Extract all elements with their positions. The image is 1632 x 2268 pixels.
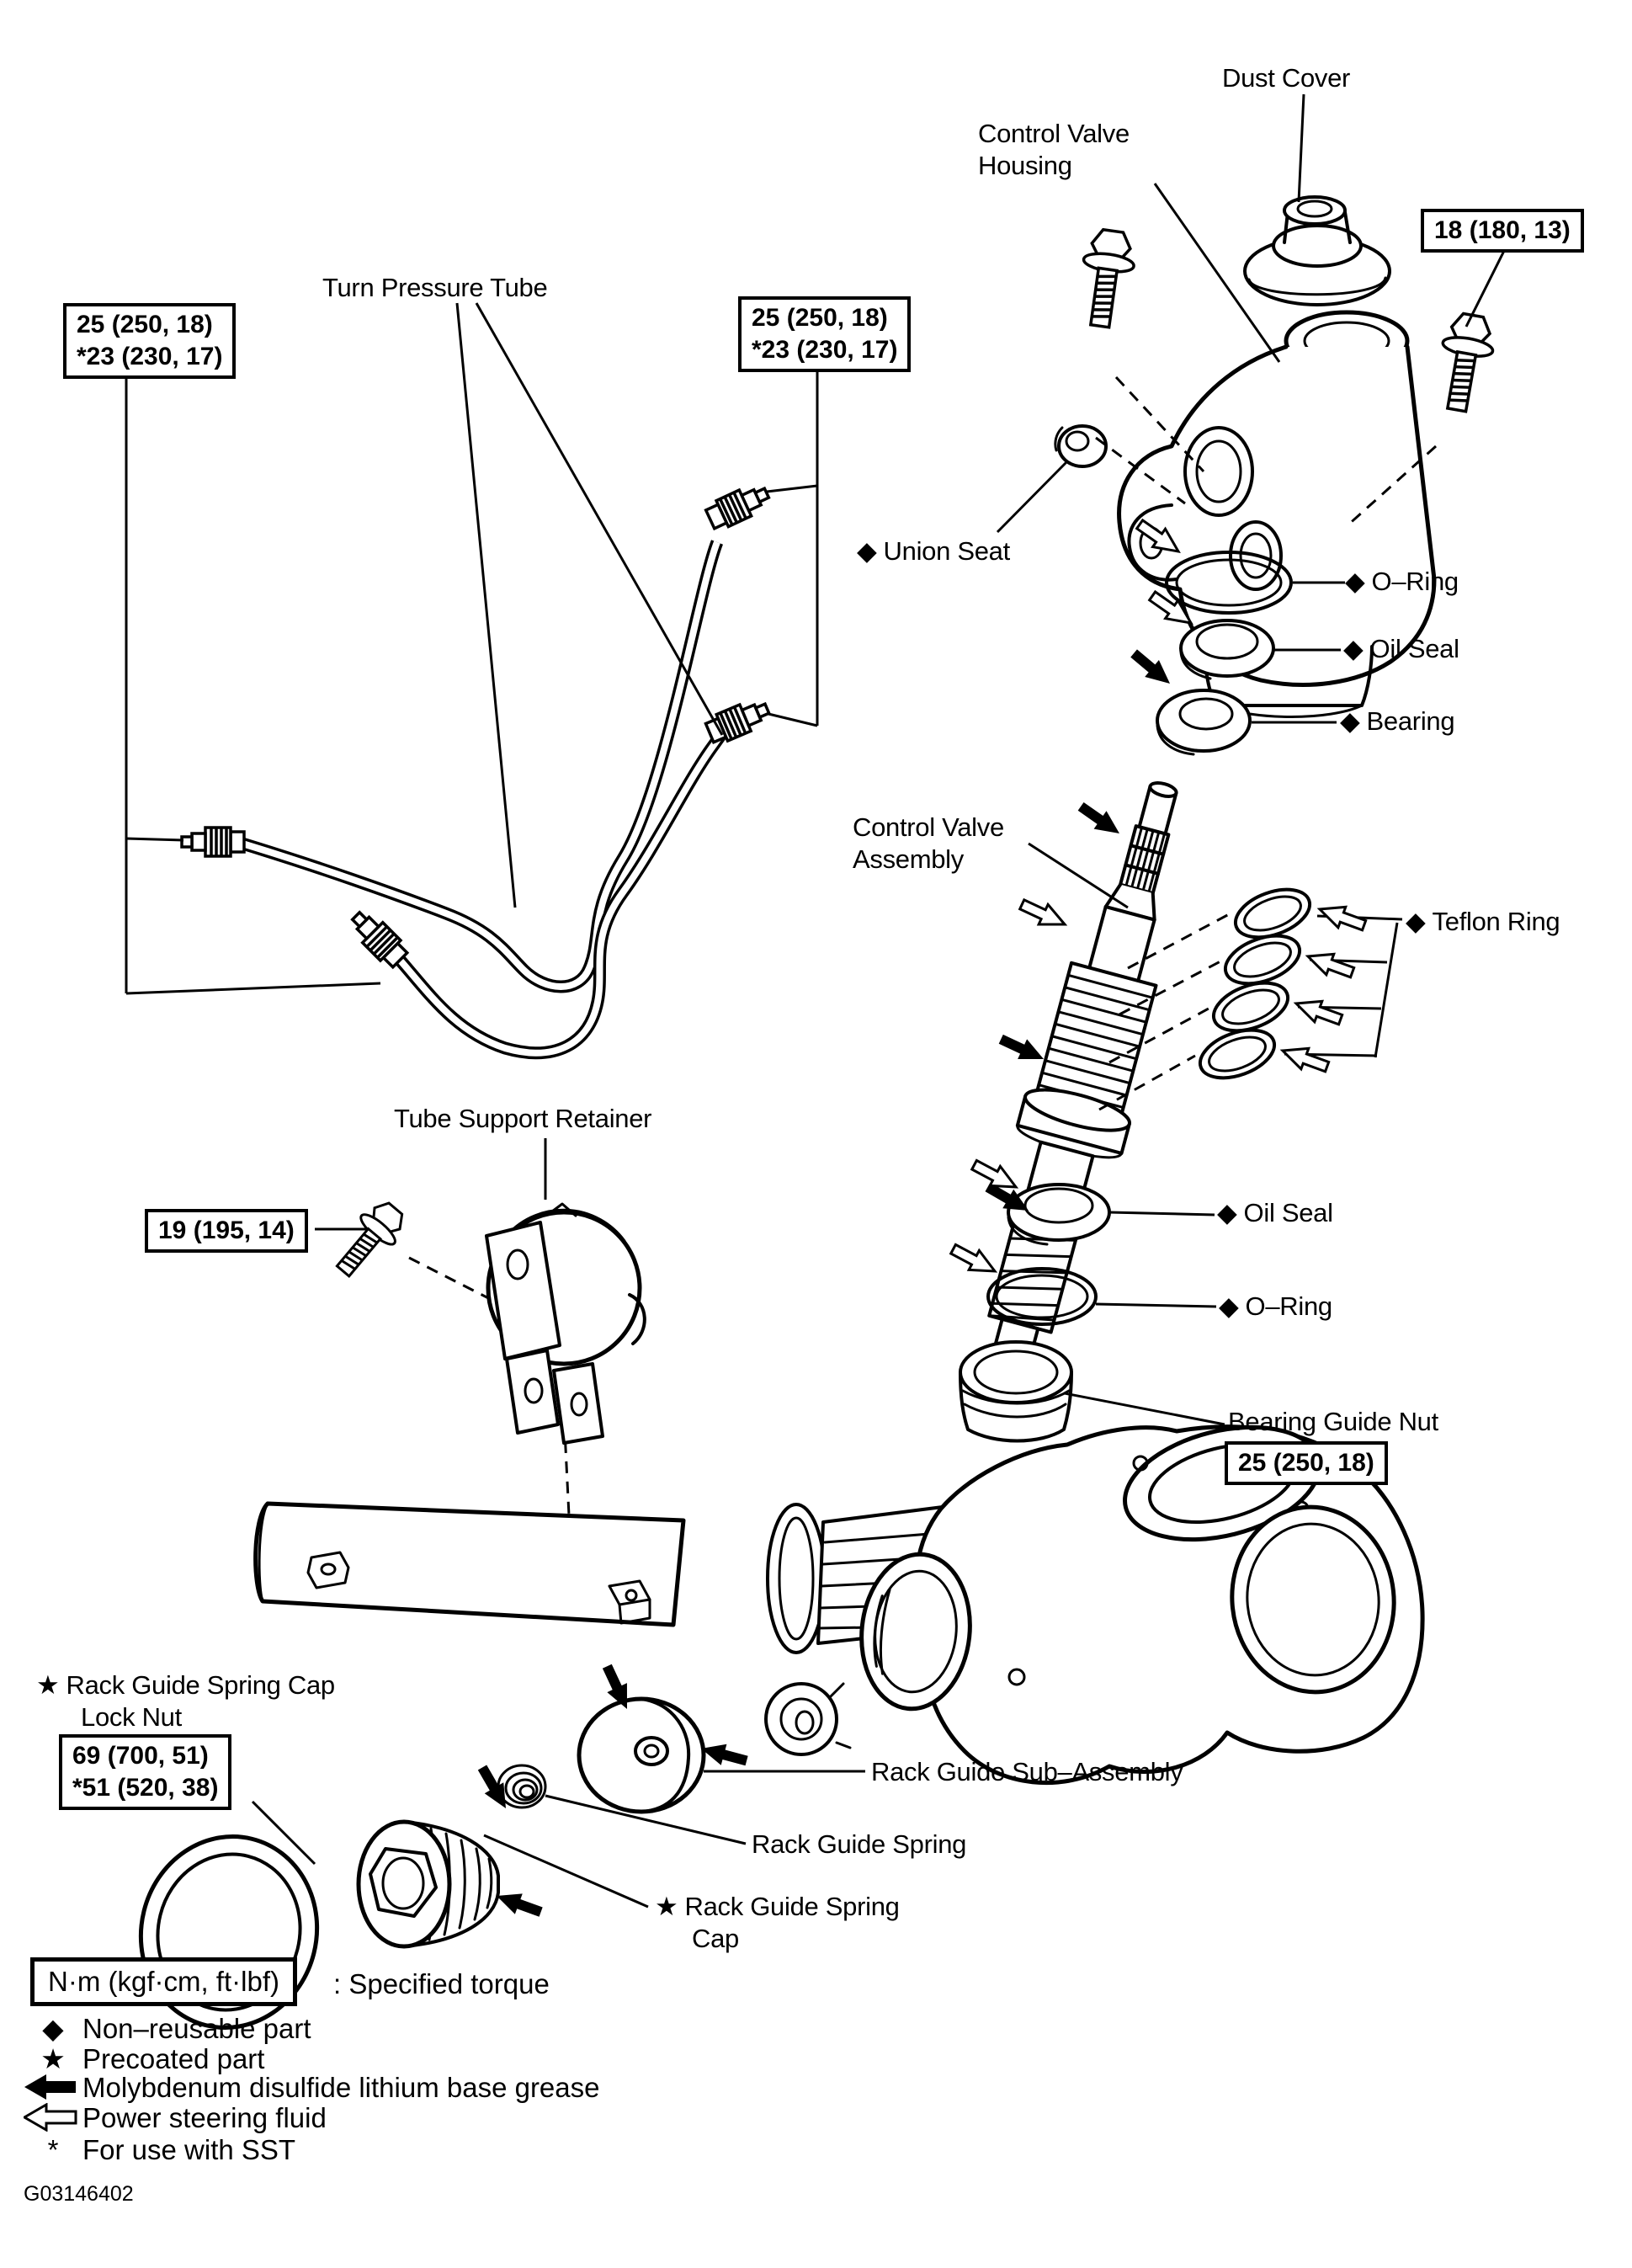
dust-cover-part (1243, 195, 1391, 306)
non-reusable-diamond-icon: ◆ (1217, 1198, 1237, 1227)
control-valve-housing-label: Control Valve Housing (978, 119, 1130, 180)
teflon-ring-part-1 (1233, 887, 1312, 940)
union-seat-leader (996, 460, 1069, 534)
control-valve-housing-leader (1153, 183, 1281, 363)
o-ring-mid-part (986, 1267, 1098, 1326)
precoated-star-icon: ★ (36, 1670, 60, 1700)
union-seat-label: ◆Union Seat (857, 536, 1010, 566)
tube-left-torque-box: 25 (250, 18) *23 (230, 17) (63, 303, 237, 379)
legend-sst: * For use with SST (24, 2134, 296, 2165)
legend-fluid: Power steering fluid (24, 2103, 327, 2133)
rack-guide-sub-assembly-label: Rack Guide Sub–Assembly (871, 1757, 1183, 1786)
non-reusable-diamond-icon: ◆ (1343, 634, 1364, 663)
rack-guide-spring-part (497, 1764, 547, 1809)
teflon-ring-label: ◆Teflon Ring (1406, 907, 1560, 936)
retainer-bolt-part (325, 1193, 413, 1286)
housing-bolt-left (1073, 226, 1140, 332)
rack-guide-spring-cap-label: ★Rack Guide Spring Cap (655, 1892, 900, 1953)
figure-code: G03146402 (24, 2182, 134, 2206)
dust-cover-leader (1297, 93, 1305, 203)
bearing-guide-nut-torque-box: 25 (250, 18) (1225, 1441, 1388, 1485)
pressure-tube-upper (180, 478, 774, 993)
housing-bolt-torque-box: 18 (180, 13) (1421, 209, 1584, 253)
union-seat-part (1054, 424, 1108, 468)
rack-guide-leaders (251, 1770, 865, 1909)
lock-nut-torque-box: 69 (700, 51) *51 (520, 38) (59, 1734, 232, 1810)
rack-guide-sub-assembly-part (577, 1696, 706, 1814)
teflon-ring-part-2 (1223, 934, 1302, 986)
non-reusable-diamond-icon: ◆ (857, 536, 877, 566)
oil-seal-top-part (1179, 619, 1275, 680)
housing-bolt-torque-leader (1465, 248, 1507, 327)
bearing-label: ◆Bearing (1340, 706, 1455, 736)
oil-seal-top-label: ◆Oil Seal (1343, 634, 1459, 663)
torque-unit-box: N·m (kgf·cm, ft·lbf) (30, 1957, 297, 2006)
retainer-bolt-torque-box: 19 (195, 14) (145, 1209, 308, 1253)
bearing-guide-nut-part (959, 1340, 1073, 1443)
teflon-ring-part-3 (1211, 981, 1290, 1033)
non-reusable-diamond-icon: ◆ (1340, 706, 1360, 736)
legend-precoated: ★ Precoated part (24, 2044, 264, 2074)
oil-seal-mid-label: ◆Oil Seal (1217, 1198, 1333, 1227)
non-reusable-diamond-icon: ◆ (42, 2013, 64, 2044)
mid-part-leaders (1064, 1211, 1225, 1426)
non-reusable-diamond-icon: ◆ (1406, 907, 1426, 936)
teflon-ring-part-4 (1198, 1028, 1277, 1080)
seal-leaders (1252, 581, 1345, 724)
control-valve-assembly-leader (1028, 842, 1129, 909)
turn-pressure-tube-label: Turn Pressure Tube (322, 273, 548, 302)
tube-support-retainer-label: Tube Support Retainer (394, 1104, 652, 1133)
legend-grease: Molybdenum disulfide lithium base grease (24, 2073, 600, 2103)
tube-torque-brackets (125, 367, 819, 995)
teflon-ring-bracket (1284, 914, 1403, 1058)
o-ring-top-part (1165, 551, 1293, 615)
precoated-star-icon: ★ (655, 1892, 678, 1921)
precoated-star-icon: ★ (40, 2043, 66, 2074)
o-ring-top-label: ◆O–Ring (1345, 567, 1459, 596)
teflon-ring-dashes (1098, 912, 1231, 1111)
torque-unit-desc: : Specified torque (333, 1968, 550, 1999)
tube-support-retainer-part (485, 1202, 646, 1445)
housing-bolt-right (1430, 309, 1500, 416)
o-ring-mid-label: ◆O–Ring (1219, 1291, 1332, 1321)
housing-assembly-dashes (1095, 375, 1438, 528)
tube-right-torque-box: 25 (250, 18) *23 (230, 17) (738, 296, 912, 372)
control-valve-assembly-label: Control Valve Assembly (853, 812, 1004, 874)
asterisk-icon: * (47, 2134, 59, 2165)
pressure-tube-lower (344, 694, 774, 1060)
legend-non-reusable: ◆ Non–reusable part (24, 2014, 311, 2044)
bearing-part (1156, 689, 1252, 756)
rack-guide-spring-label: Rack Guide Spring (752, 1829, 967, 1859)
turn-pressure-tube-leaders (455, 302, 724, 908)
dust-cover-label: Dust Cover (1222, 63, 1351, 93)
rack-guide-spring-cap-lock-nut-label: ★Rack Guide Spring Cap Lock Nut (36, 1670, 335, 1732)
bearing-guide-nut-label: Bearing Guide Nut (1228, 1407, 1438, 1436)
non-reusable-diamond-icon: ◆ (1345, 567, 1365, 596)
rack-guide-spring-cap-part (356, 1819, 500, 1949)
rack-housing-part (253, 1424, 1425, 1786)
non-reusable-diamond-icon: ◆ (1219, 1291, 1239, 1321)
